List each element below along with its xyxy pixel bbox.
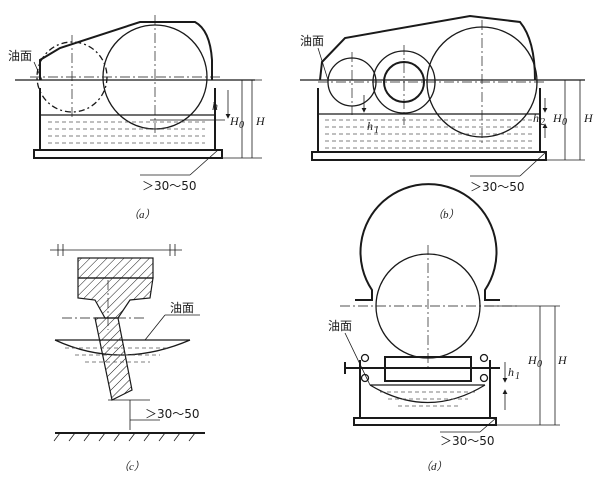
dim-H0-sub-d: 0 [537, 359, 542, 370]
dim-h1-sub-b: 1 [374, 125, 379, 136]
oil-lines-b [325, 119, 535, 149]
dim-H-d: H [557, 353, 568, 367]
dim-H0-sub-b: 0 [562, 117, 567, 128]
dim-H-a: H [255, 114, 266, 128]
clearance-label-b: ＞30～50 [470, 180, 525, 194]
panel-b: h 1 h 2 H 0 H 油面 ＞30～50 （b） [300, 14, 594, 221]
panel-d: 油面 h 1 H 0 H ＞30～50 （d） [328, 183, 568, 473]
ground-hatch-c [53, 432, 196, 442]
oil-lines-a [48, 121, 205, 144]
caption-b: （b） [432, 208, 460, 221]
panel-c: 油面 ＞30～50 （c） [50, 244, 205, 473]
oil-label-d: 油面 [328, 319, 352, 333]
dim-h1-sub-d: 1 [515, 371, 520, 382]
dim-H-b: H [583, 111, 594, 125]
dim-H0-sub-a: 0 [239, 120, 244, 131]
dim-h1-b: h [367, 119, 373, 133]
caption-c: （c） [118, 460, 145, 473]
clearance-label-d: ＞30～50 [440, 434, 495, 448]
dim-h-a: h [212, 99, 218, 113]
caption-a: （a） [128, 208, 156, 221]
oil-lines-c [65, 347, 170, 363]
dim-H0-b: H [552, 111, 563, 125]
dim-H0-d: H [527, 353, 538, 367]
oil-label-a: 油面 [8, 49, 32, 63]
panel-a: h H 0 H 油面 ＞30～50 （a） [8, 15, 266, 221]
clearance-label-c: ＞30～50 [145, 407, 200, 421]
dim-H0-a: H [229, 114, 240, 128]
oil-label-c: 油面 [170, 301, 194, 315]
dim-h1-d: h [508, 365, 514, 379]
clearance-label-a: ＞30～50 [142, 179, 197, 193]
dim-h2-sub-b: 2 [540, 117, 545, 128]
oil-lines-d [380, 391, 476, 407]
oil-label-b: 油面 [300, 34, 324, 48]
dim-h2-b: h [533, 111, 539, 125]
caption-d: （d） [420, 460, 448, 473]
